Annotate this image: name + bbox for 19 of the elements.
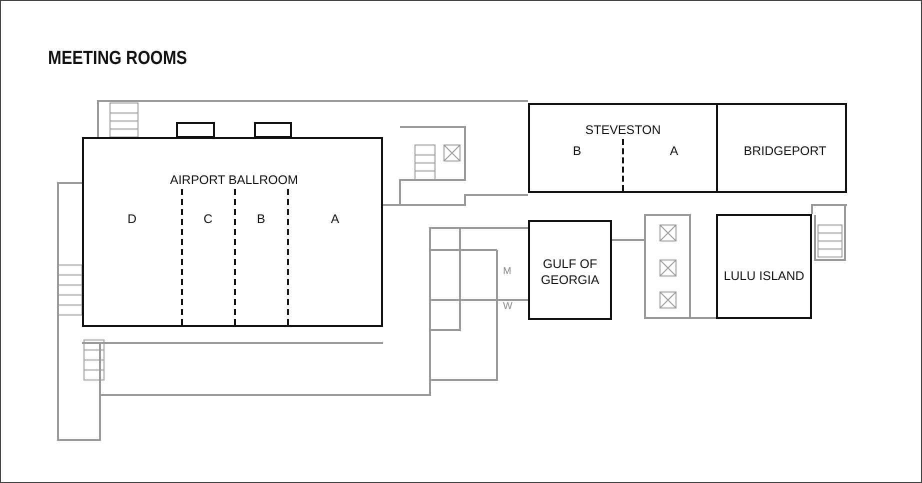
room-outline <box>716 214 812 319</box>
page-title: MEETING ROOMS <box>48 48 188 70</box>
room-label: LULU ISLAND <box>724 268 804 284</box>
restroom-label: W <box>503 301 512 312</box>
restroom-label: M <box>503 266 512 277</box>
room-label: B <box>572 143 582 159</box>
room-label: A <box>670 143 678 159</box>
room-label: AIRPORT BALLROOM <box>170 172 298 188</box>
room-label: GULF OF GEORGIA <box>540 256 600 288</box>
room-outline <box>716 103 847 193</box>
room-label: BRIDGEPORT <box>744 143 826 159</box>
room-label: C <box>203 211 213 227</box>
room-outline <box>528 103 718 193</box>
room-label: STEVESTON <box>585 122 661 138</box>
room-label: D <box>127 211 137 227</box>
room-outline <box>528 220 612 320</box>
room-label: A <box>330 211 340 227</box>
room-outline <box>82 137 383 327</box>
room-label: B <box>256 211 266 227</box>
